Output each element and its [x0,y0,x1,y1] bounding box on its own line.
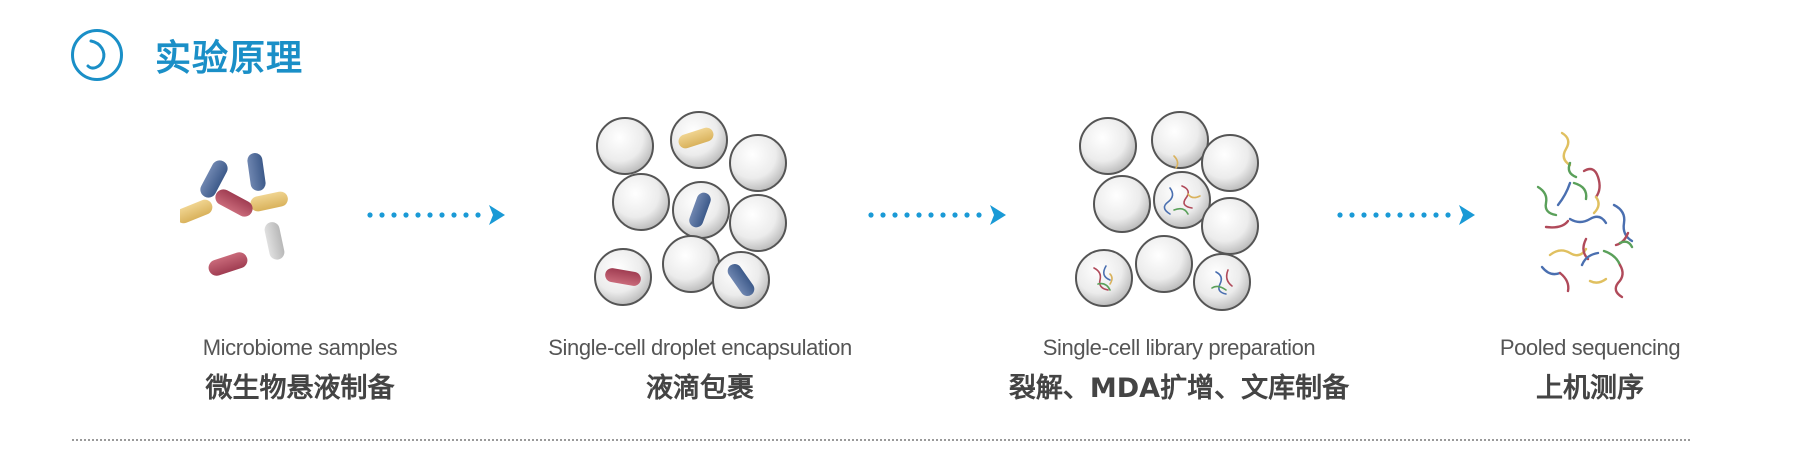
section-header: 实验原理 [70,26,303,84]
step-label-en: Single-cell library preparation [1042,335,1316,360]
step-label-zh: 微生物悬液制备 [205,373,395,404]
step-label-en: Microbiome samples [202,335,398,360]
droplet-icon [585,108,825,348]
dna-fragments-icon [1520,115,1760,355]
step-label-zh: 裂解、MDA扩增、文库制备 [1008,373,1350,404]
step-label-en: Single-cell droplet encapsulation [548,335,852,360]
step-label-en: Pooled sequencing [1499,335,1681,360]
circular-logo-icon [71,29,123,81]
arrow-right-icon [868,205,1006,225]
library-droplet-icon [1070,108,1310,348]
step-label-zh: 液滴包裹 [646,373,754,404]
arrow-right-icon [1337,205,1475,225]
arrow-right-icon [367,205,505,225]
step-caption-2: Single-cell droplet encapsulation 液滴包裹 [510,335,890,405]
step-caption-4: Pooled sequencing 上机测序 [1400,335,1780,405]
step-caption-1: Microbiome samples 微生物悬液制备 [110,335,490,405]
step-label-zh: 上机测序 [1536,373,1644,404]
dotted-divider [72,439,1690,441]
section-title: 实验原理 [155,38,304,79]
bacteria-icon [180,130,420,370]
step-caption-3: Single-cell library preparation 裂解、MDA扩增… [989,335,1369,405]
